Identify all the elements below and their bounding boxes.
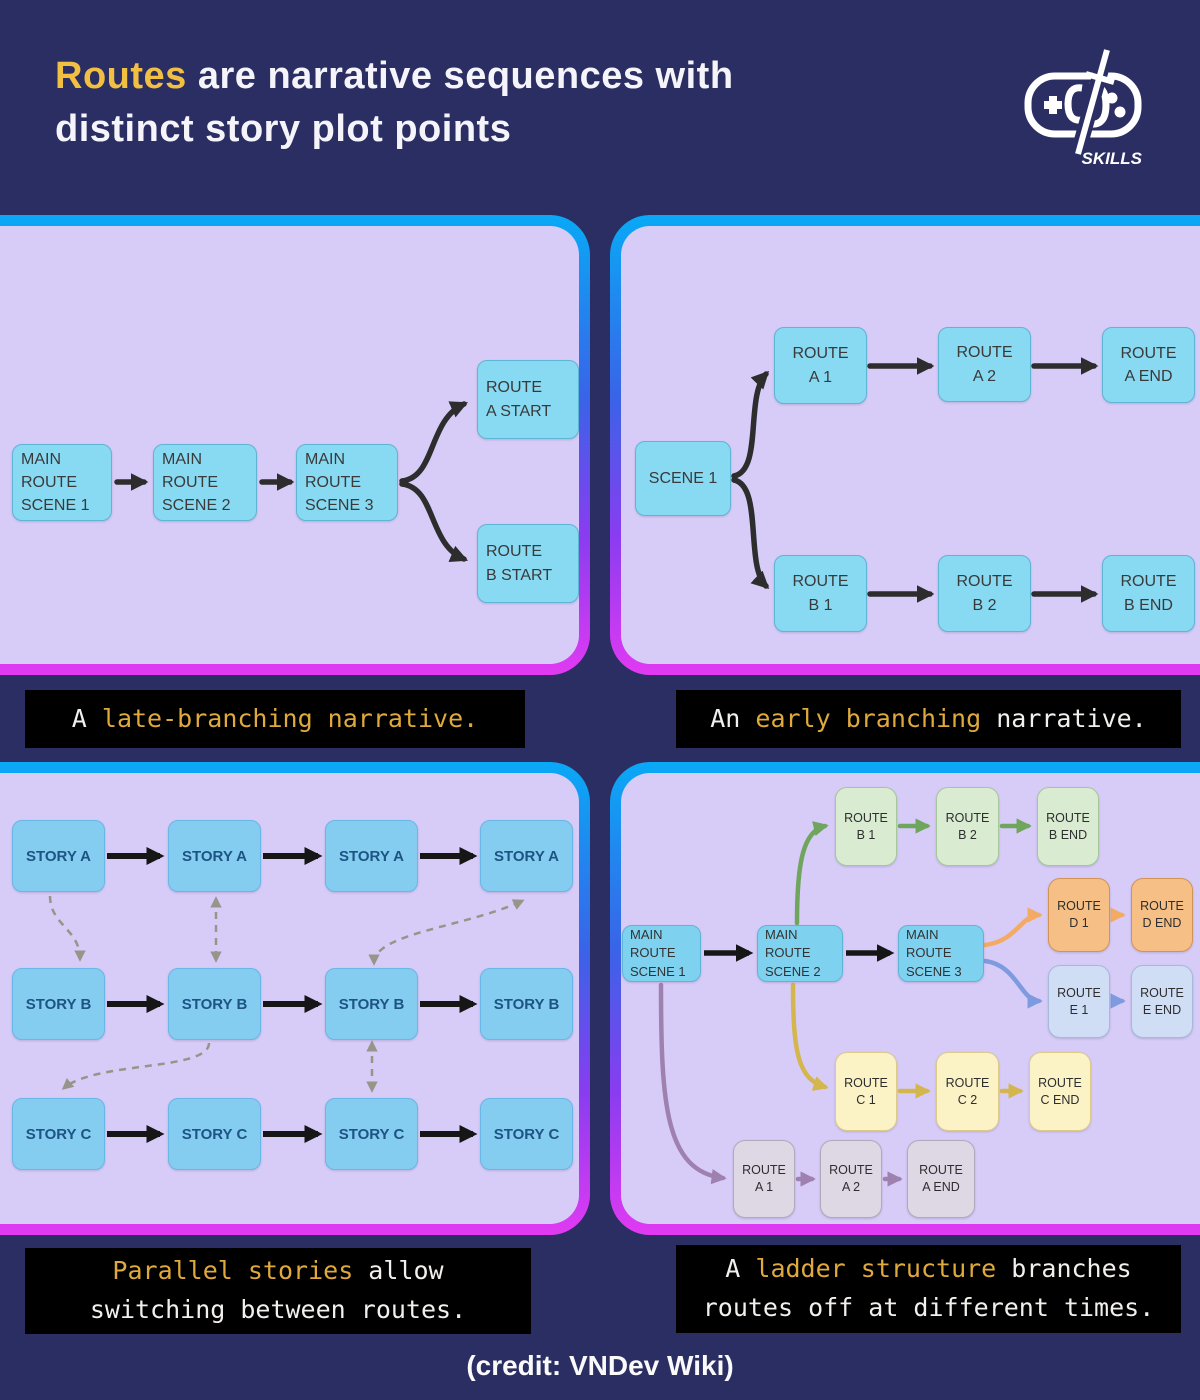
- arrow-main3-routee1: [982, 958, 1043, 1009]
- caption-text: narrative.: [981, 703, 1147, 733]
- caption-text: branches: [996, 1254, 1132, 1284]
- node-route-c2: ROUTE C 2: [936, 1052, 999, 1131]
- node-route-a2: ROUTE A 2: [938, 327, 1031, 402]
- node-route-a1: ROUTE A 1: [774, 327, 867, 404]
- title-highlight: Routes: [55, 55, 187, 97]
- node-route-c-end: ROUTE C END: [1029, 1052, 1091, 1131]
- letter-g-icon: [1064, 84, 1083, 124]
- node-main-route-scene-1: MAIN ROUTE SCENE 1: [12, 444, 112, 521]
- arrow-main1-routea1: [658, 982, 727, 1185]
- early-branching-arrows: [731, 357, 1099, 603]
- late-branching-arrows: [114, 401, 469, 563]
- node-story-c-3: STORY C: [325, 1098, 418, 1170]
- node-main-route-scene-2: MAIN ROUTE SCENE 2: [153, 444, 257, 521]
- node-route-b1: ROUTE B 1: [774, 555, 867, 632]
- caption-late-branching: A late-branching narrative.: [25, 690, 525, 748]
- sword-icon: [1075, 49, 1110, 155]
- ladder-structure-arrows: [658, 818, 1126, 1187]
- node-story-b-3: STORY B: [325, 968, 418, 1040]
- page-title: Routes are narrative sequences with dist…: [55, 50, 734, 156]
- node-route-a-end: ROUTE A END: [907, 1140, 975, 1218]
- button-dot-icon: [1106, 92, 1118, 104]
- panel-parallel-stories: STORY A STORY A STORY A STORY A STORY B …: [0, 762, 590, 1235]
- arrow-scene3-route-b-start: [399, 481, 469, 563]
- node-route-b1: ROUTE B 1: [835, 787, 897, 866]
- node-route-b-start: ROUTE B START: [477, 524, 579, 603]
- caption-highlight: early branching: [755, 703, 982, 733]
- caption-text: routes off at different times.: [702, 1293, 1155, 1322]
- logo-skills-text: SKILLS: [1082, 149, 1143, 168]
- node-route-b2: ROUTE B 2: [938, 555, 1031, 632]
- caption-highlight: Parallel stories: [112, 1256, 354, 1286]
- node-main-route-scene-3: MAIN ROUTE SCENE 3: [296, 444, 398, 521]
- panel-late-branching: MAIN ROUTE SCENE 1 MAIN ROUTE SCENE 2 MA…: [0, 215, 590, 675]
- node-route-e-end: ROUTE E END: [1131, 965, 1193, 1038]
- node-story-b-1: STORY B: [12, 968, 105, 1040]
- node-route-a1: ROUTE A 1: [733, 1140, 795, 1218]
- node-route-d1: ROUTE D 1: [1048, 878, 1110, 952]
- node-story-c-2: STORY C: [168, 1098, 261, 1170]
- caption-ladder-structure: A ladder structure branches routes off a…: [676, 1245, 1181, 1333]
- node-route-c1: ROUTE C 1: [835, 1052, 897, 1131]
- node-main-route-scene-2: MAIN ROUTE SCENE 2: [757, 925, 843, 982]
- node-story-b-2: STORY B: [168, 968, 261, 1040]
- node-story-c-1: STORY C: [12, 1098, 105, 1170]
- dashed-arrow-b2-c1: [61, 1042, 211, 1090]
- parallel-stories-arrows: [48, 847, 525, 1143]
- title-line-1: Routes are narrative sequences with: [55, 55, 734, 97]
- panel-early-branching: SCENE 1 ROUTE A 1 ROUTE A 2 ROUTE A END …: [610, 215, 1200, 675]
- arrow-main3-routed1: [982, 907, 1043, 948]
- caption-text: A: [71, 703, 102, 733]
- credit-text: (credit: VNDev Wiki): [466, 1350, 734, 1381]
- arrow-scene3-route-a-start: [399, 401, 469, 484]
- node-story-a-1: STORY A: [12, 820, 105, 892]
- caption-text: switching between routes.: [89, 1295, 467, 1324]
- node-story-c-4: STORY C: [480, 1098, 573, 1170]
- node-story-a-3: STORY A: [325, 820, 418, 892]
- caption-highlight: ladder structure: [755, 1254, 997, 1284]
- node-route-b-end: ROUTE B END: [1037, 787, 1099, 866]
- caption-text: A: [725, 1254, 756, 1284]
- node-story-b-4: STORY B: [480, 968, 573, 1040]
- node-main-route-scene-1: MAIN ROUTE SCENE 1: [622, 925, 701, 982]
- node-route-d-end: ROUTE D END: [1131, 878, 1193, 952]
- node-story-a-2: STORY A: [168, 820, 261, 892]
- caption-highlight: late-branching narrative.: [101, 703, 479, 733]
- dpad-icon: [1044, 96, 1062, 114]
- gd-skills-logo: SKILLS: [1024, 43, 1143, 168]
- node-route-a-end: ROUTE A END: [1102, 327, 1195, 403]
- sword-crossguard-icon: [1085, 71, 1115, 85]
- arrow-scene1-route-a1: [731, 370, 770, 479]
- arrow-main2-routec1: [790, 982, 829, 1091]
- caption-parallel-stories: Parallel stories allow switching between…: [25, 1248, 531, 1334]
- arrow-scene1-route-b1: [731, 477, 770, 590]
- node-route-b2: ROUTE B 2: [936, 787, 999, 866]
- arrow-main2-routeb1: [794, 821, 829, 926]
- dashed-arrow-a1-b1: [48, 895, 86, 962]
- button-dot-icon: [1114, 106, 1126, 118]
- caption-early-branching: An early branching narrative.: [676, 690, 1181, 748]
- caption-text: allow: [353, 1256, 444, 1286]
- title-line-2: distinct story plot points: [55, 108, 512, 150]
- node-route-b-end: ROUTE B END: [1102, 555, 1195, 632]
- node-route-e1: ROUTE E 1: [1048, 965, 1110, 1038]
- caption-text: An: [710, 703, 756, 733]
- node-story-a-4: STORY A: [480, 820, 573, 892]
- dashed-arrow-b3-a4: [368, 899, 525, 966]
- node-route-a-start: ROUTE A START: [477, 360, 579, 439]
- panel-ladder-structure: MAIN ROUTE SCENE 1 MAIN ROUTE SCENE 2 MA…: [610, 762, 1200, 1235]
- node-route-a2: ROUTE A 2: [820, 1140, 882, 1218]
- node-scene-1: SCENE 1: [635, 441, 731, 516]
- node-main-route-scene-3: MAIN ROUTE SCENE 3: [898, 925, 984, 982]
